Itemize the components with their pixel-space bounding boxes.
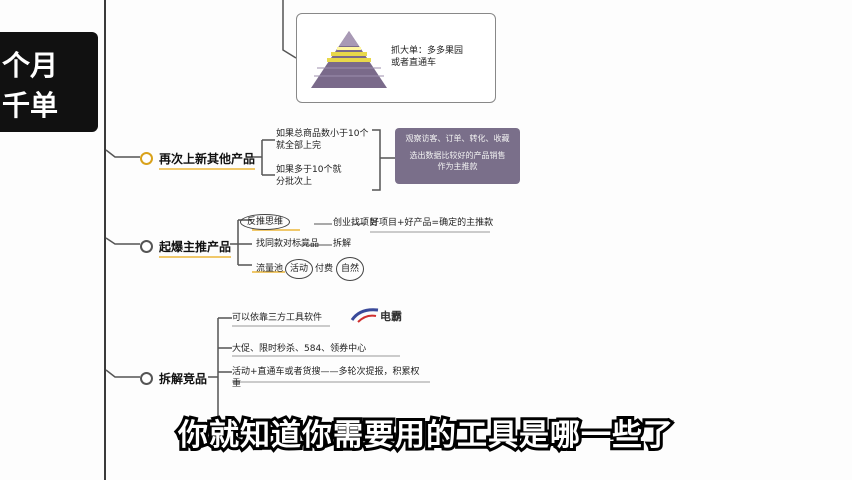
number-3-icon bbox=[140, 152, 153, 165]
section4-row3-b[interactable]: 活动 bbox=[285, 259, 314, 279]
pyramid-card: 抓大单：多多果园 或者直通车 bbox=[296, 13, 496, 103]
section4-row3-a[interactable]: 流量池 bbox=[256, 264, 284, 274]
section3-branch1[interactable]: 如果总商品数小于10个 就全部上完 bbox=[276, 128, 368, 152]
section5-row3-line1: 活动+直通车或者货搜——多轮次提报，积累权 bbox=[232, 367, 420, 377]
pyramid-text: 抓大单：多多果园 或者直通车 bbox=[391, 45, 463, 69]
section4-row1-b[interactable]: 创业找项目 bbox=[333, 218, 379, 228]
section3-branch1-line2: 就全部上完 bbox=[276, 141, 322, 151]
section3-branch1-line1: 如果总商品数小于10个 bbox=[276, 129, 369, 139]
title-line1: 个月 bbox=[2, 49, 59, 82]
section4-row3-c[interactable]: 付费 bbox=[315, 264, 334, 274]
section5-row1[interactable]: 可以依靠三方工具软件 bbox=[232, 313, 323, 323]
section5-row3[interactable]: 活动+直通车或者货搜——多轮次提报，积累权 重 bbox=[232, 366, 420, 390]
section3-note-box[interactable]: 观察访客、订单、转化、收藏 选出数据比较好的产品销售 作为主推款 bbox=[395, 128, 520, 184]
number-4-icon bbox=[140, 240, 153, 253]
title-line2: 千单 bbox=[2, 89, 59, 122]
section3-box-line2: 选出数据比较好的产品销售 bbox=[409, 151, 506, 160]
title-card: 个月 千单 bbox=[0, 32, 98, 132]
dianba-logo: 电霸 bbox=[350, 306, 410, 326]
section3-branch2[interactable]: 如果多于10个就 分批次上 bbox=[276, 164, 341, 188]
section3-branch2-line1: 如果多于10个就 bbox=[276, 165, 342, 175]
number-5-icon bbox=[140, 372, 153, 385]
section5-row2[interactable]: 大促、限时秒杀、584、领券中心 bbox=[232, 344, 367, 354]
node-section5-label: 拆解竞品 bbox=[159, 372, 208, 386]
pyramid-icon bbox=[311, 31, 387, 88]
dianba-logo-text: 电霸 bbox=[380, 310, 402, 323]
node-section4[interactable]: 起爆主推产品 bbox=[140, 238, 232, 258]
video-subtitle: 你就知道你需要用的工具是哪一些了 bbox=[175, 415, 676, 456]
pyramid-text-line2: 或者直通车 bbox=[391, 58, 437, 68]
node-section3[interactable]: 再次上新其他产品 bbox=[140, 150, 256, 170]
section5-row3-line2: 重 bbox=[232, 379, 242, 389]
section4-row2-a[interactable]: 找同款对标竞品 bbox=[256, 239, 320, 249]
pyramid-text-line1: 抓大单：多多果园 bbox=[391, 46, 464, 56]
dianba-logo-icon bbox=[350, 308, 379, 323]
node-section3-label: 再次上新其他产品 bbox=[159, 152, 256, 170]
section4-row1-c[interactable]: 好项目+好产品=确定的主推款 bbox=[370, 218, 494, 228]
section3-box-line3: 作为主推款 bbox=[437, 162, 478, 171]
section3-branch2-line2: 分批次上 bbox=[276, 177, 313, 187]
section3-box-line1: 观察访客、订单、转化、收藏 bbox=[405, 134, 510, 143]
node-section5[interactable]: 拆解竞品 bbox=[140, 370, 207, 387]
mindmap-trunk bbox=[104, 0, 106, 480]
section4-row1-a[interactable]: 反推思维 bbox=[240, 214, 291, 230]
section4-row3-d[interactable]: 自然 bbox=[336, 257, 365, 281]
section4-row2-b[interactable]: 拆解 bbox=[333, 239, 352, 249]
node-section4-label: 起爆主推产品 bbox=[159, 240, 232, 258]
